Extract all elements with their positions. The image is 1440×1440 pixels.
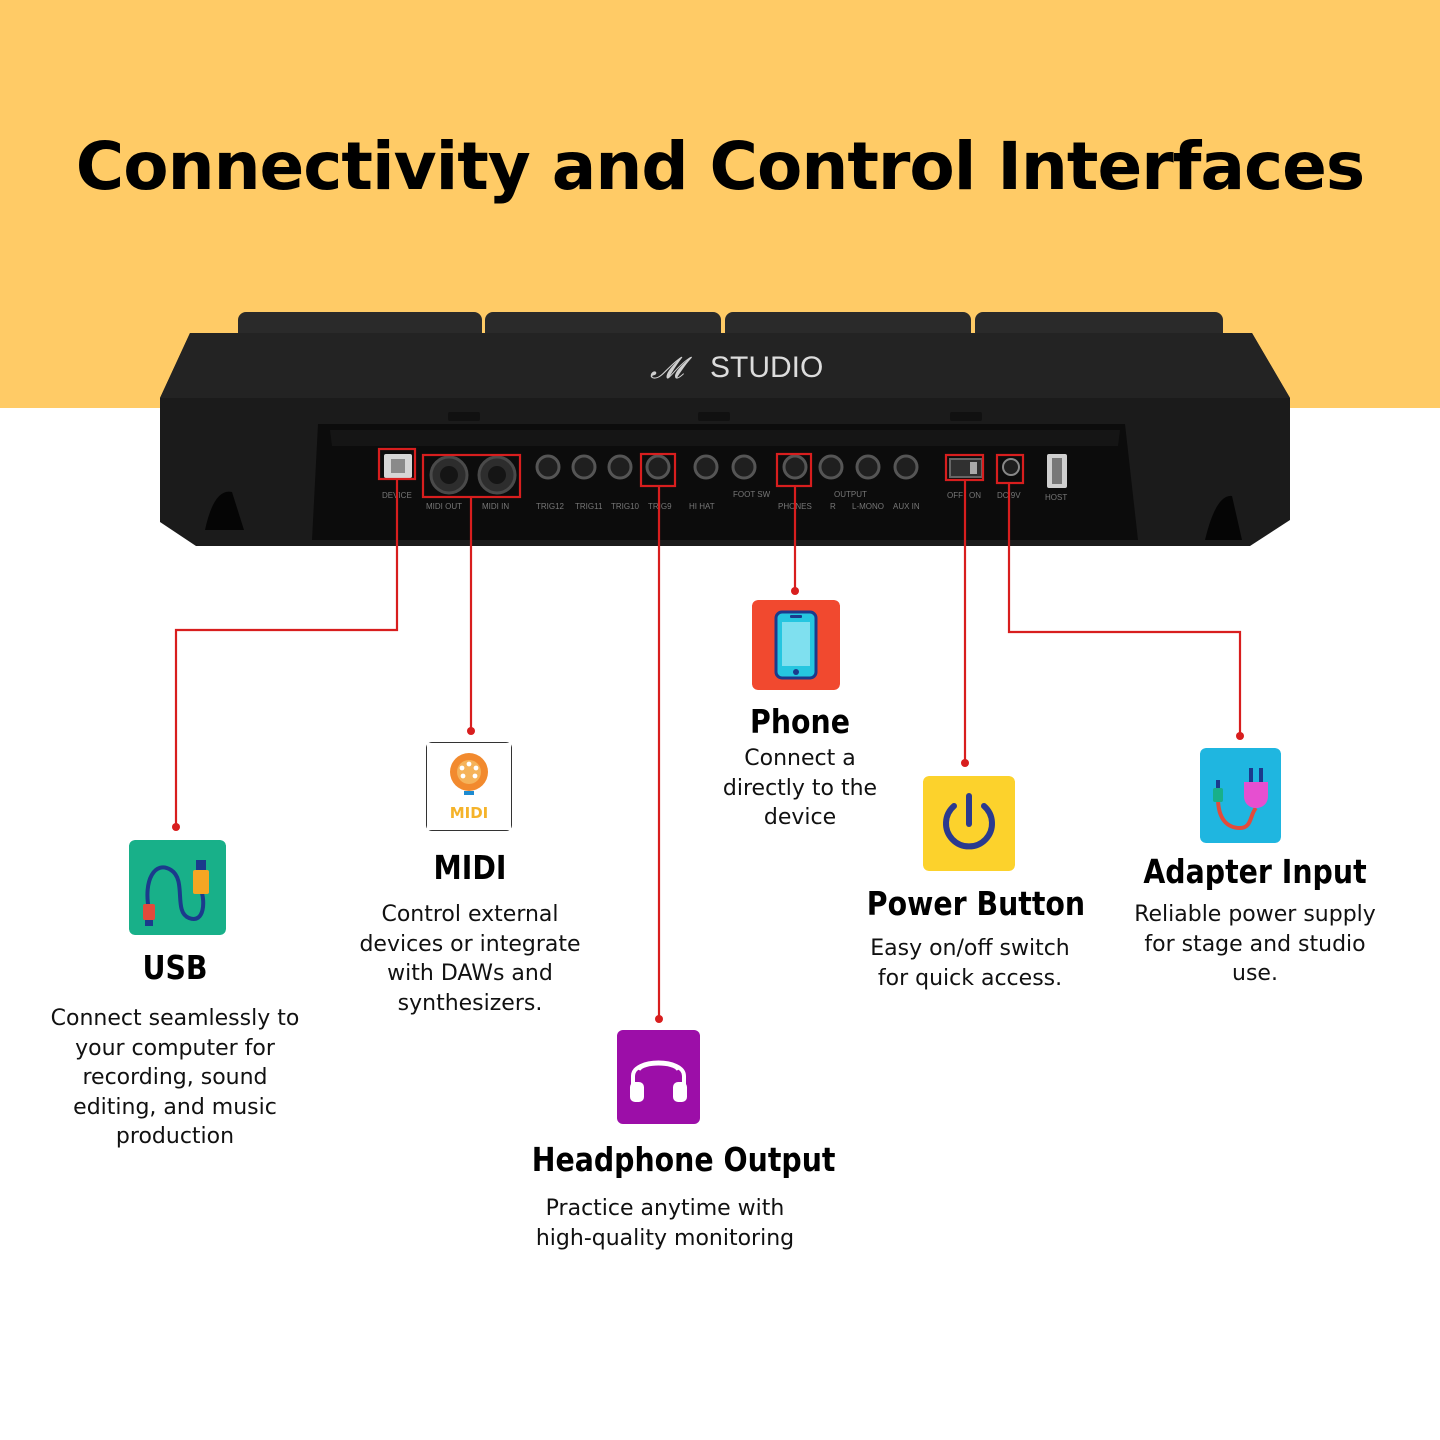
feature-midi: MIDI MIDI Control external devices or in…	[340, 742, 600, 1032]
brand-text: STUDIO	[710, 351, 823, 384]
feature-phone: Phone Connect a directly to the device	[690, 600, 910, 830]
midi-in-port	[477, 455, 517, 495]
headphone-title: Headphone Output	[531, 1140, 836, 1179]
svg-text:R: R	[830, 502, 836, 511]
svg-text:MIDI: MIDI	[450, 804, 489, 822]
feature-headphone-output: Headphone Output Practice anytime with h…	[510, 1030, 836, 1260]
svg-text:HOST: HOST	[1045, 493, 1067, 502]
power-description: Easy on/off switch for quick access.	[870, 936, 1070, 991]
svg-text:TRIG10: TRIG10	[611, 502, 640, 511]
power-plug-icon	[1200, 748, 1281, 843]
usb-title: USB	[142, 948, 208, 987]
usb-description: Connect seamlessly to your computer for …	[50, 1006, 300, 1149]
svg-text:DC 9V: DC 9V	[997, 491, 1021, 500]
svg-text:HI HAT: HI HAT	[689, 502, 715, 511]
headphone-description: Practice anytime with high-quality monit…	[535, 1196, 795, 1251]
phone-title: Phone	[750, 702, 850, 741]
svg-text:AUX IN: AUX IN	[893, 502, 920, 511]
svg-text:OUTPUT: OUTPUT	[834, 490, 867, 499]
midi-description: Control external devices or integrate wi…	[359, 902, 581, 1016]
svg-text:L-MONO: L-MONO	[852, 502, 884, 511]
feature-power-button: Power Button Easy on/off switch for quic…	[850, 776, 1090, 996]
svg-text:TRIG12: TRIG12	[536, 502, 565, 511]
midi-icon: MIDI	[426, 742, 512, 831]
svg-text:TRIG9: TRIG9	[648, 502, 672, 511]
svg-text:ON: ON	[969, 491, 981, 500]
phone-description: Connect a directly to the device	[722, 746, 878, 830]
power-icon	[923, 776, 1015, 871]
smartphone-icon	[752, 600, 840, 690]
midi-out-port	[429, 455, 469, 495]
usb-cable-icon	[129, 840, 226, 935]
feature-adapter-input: Adapter Input Reliable power supply for …	[1110, 748, 1400, 998]
trigger-jacks	[535, 454, 919, 480]
adapter-title: Adapter Input	[1143, 852, 1367, 891]
svg-text:TRIG11: TRIG11	[575, 502, 603, 511]
device-rear-panel: 𝓜 STUDIO DEVICE MIDI OUT MIDI IN TRIG12 …	[160, 312, 1290, 546]
page-title: Connectivity and Control Interfaces	[75, 128, 1365, 205]
feature-usb: USB Connect seamlessly to your computer …	[40, 838, 310, 1158]
svg-text:FOOT SW: FOOT SW	[733, 490, 771, 499]
headphones-icon	[617, 1030, 700, 1124]
svg-text:OFF: OFF	[947, 491, 963, 500]
svg-text:MIDI IN: MIDI IN	[482, 502, 509, 511]
power-title: Power Button	[866, 884, 1086, 923]
midi-title: MIDI	[433, 848, 507, 887]
adapter-description: Reliable power supply for stage and stud…	[1134, 902, 1376, 986]
svg-text:PHONES: PHONES	[778, 502, 812, 511]
svg-text:MIDI OUT: MIDI OUT	[426, 502, 462, 511]
svg-text:DEVICE: DEVICE	[382, 491, 412, 500]
